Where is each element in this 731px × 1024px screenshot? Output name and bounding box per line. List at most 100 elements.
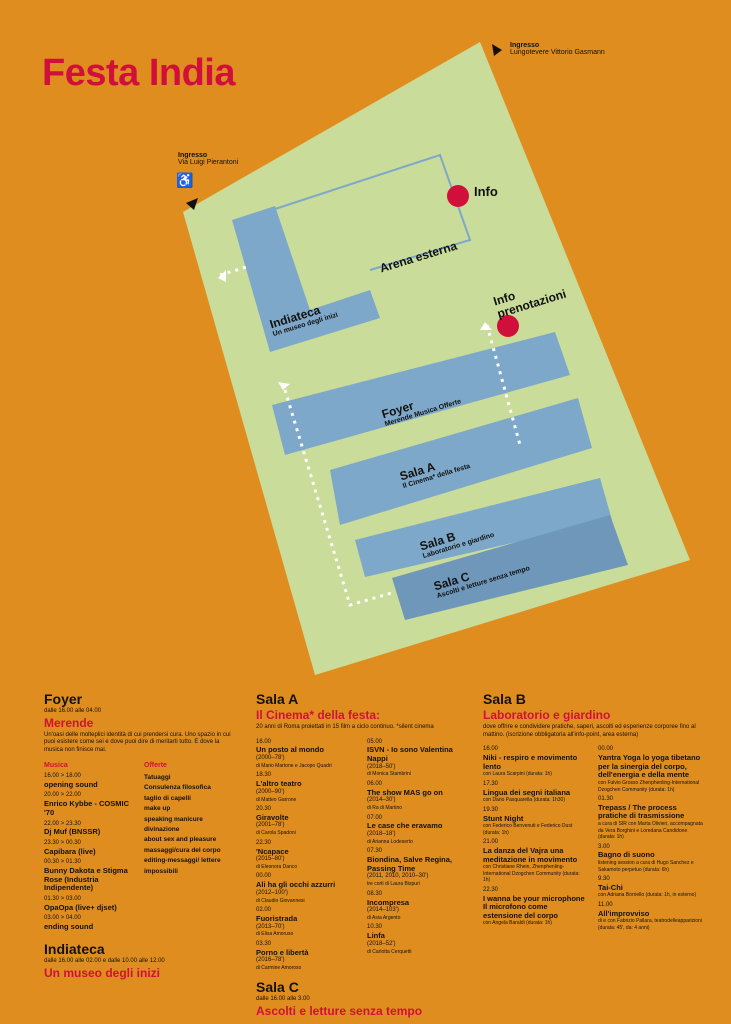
event-credit: di Eleonora Danco [256,863,298,870]
event-duration: (2015–80') [256,856,285,863]
event-time: 17.30 [483,780,499,787]
event-name: Bagno di suono [598,850,655,860]
event-time: 22.00 > 23.30 [44,820,81,827]
event-credit: con Fulvio Grosso Zhenphenling-Internati… [598,780,700,793]
event-credit: di Matteo Garrone [256,796,297,803]
section-subtitle: Un museo degli inizi [44,965,161,980]
event-name: Yantra Yoga lo yoga tibetano per la sine… [598,753,701,780]
event-name: Linfa [367,931,385,941]
entrance-arrow [186,198,198,210]
event-time: 05.00 [367,738,383,745]
sala-c-room [392,515,628,620]
event-credit: di Carola Spadoni [256,830,296,837]
event-name: opening sound [44,779,98,789]
info-dot [447,185,469,207]
indiateca-room [232,206,380,352]
event-name: Tai-Chi [598,882,623,892]
event-name: Ali ha gli occhi azzurri [256,880,336,890]
event-name: Porno e libertà [256,947,309,957]
section-subtitle: Merende [44,715,94,730]
event-credit: di Arianna Lodeserto [367,838,413,845]
event-time: 16.00 [256,738,272,745]
entrance-label: Ingresso [178,152,208,159]
sala-b-section: Sala B Laboratorio e giardino dove offri… [483,690,703,931]
offer-item: taglio di capelli [144,794,191,802]
event-name: Dj Muf (BNSSR) [44,827,101,837]
event-name: Incompresa [367,897,410,907]
section-desc: Un'oasi delle molteplici identità di cui… [44,731,231,754]
event-credit: con Christiane Rhein, Zhenphenling-Inter… [483,864,580,884]
film-item: 22.30'Ncapace(2015–80')di Eleonora Danco [256,840,357,871]
event-name: Trepass / The process pratiche di trasmi… [598,802,685,821]
event-name: Fuoristrada [256,913,298,923]
entrance-street: Via Luigi Pierantoni [178,159,239,166]
event-time: 01.30 > 03.00 [44,896,81,903]
venue-map [183,42,690,675]
event-duration: (2018–50') [367,763,396,770]
entrance-arrow [492,44,502,56]
foyer-room [272,332,570,455]
event-time: 03.00 > 04.00 [44,915,81,922]
offer-item: divinazione [144,826,180,834]
event-credit: di Elisa Amoruso [256,931,294,938]
section-title: Sala B [483,691,526,707]
event-time: 02.00 [256,907,272,914]
event-name: ending sound [44,922,94,932]
event-credit: di Monica Stambrini [367,771,411,778]
event-duration: (2014–103') [367,907,399,914]
event-name: L'altro teatro [256,779,302,789]
event-duration: (2001–78') [256,822,285,829]
section-title: Sala C [256,978,299,995]
route-arrow [278,382,290,390]
sala-c-section: Sala C dalle 16.00 alle 3.00 Ascolti e l… [256,978,468,1020]
event-time: 3.00 [598,843,610,850]
event-name: OpaOpa (live+ djset) [44,902,117,912]
offer-item: make up [144,805,171,813]
event-name: All'improvviso [598,908,650,918]
event-name: Enrico Kybbe - COSMIC '70 [44,799,130,817]
event-duration: (2013–70') [256,923,285,930]
music-heading: Musica [44,761,68,769]
event-name: La danza del Vajra una meditazione in mo… [483,846,578,864]
event-duration: (2018–52') [367,940,396,947]
event-name: I wanna be your microphone Il microfono … [483,893,585,920]
entrance-top: Ingresso Lungotevere Vittorio Gasmann [510,42,605,56]
section-time: dalle 16.00 alle 3.00 [256,995,310,1002]
offers-heading: Offerte [144,761,167,769]
offer-item: massaggi/cura del corpo [144,846,221,854]
event-name: Un posto al mondo [256,745,324,755]
offer-item: editing-messaggi/ lettere impossibili [144,857,221,875]
section-desc: dove offrire e condividere pratiche, sap… [483,723,696,738]
event-name: Niki - respiro e movimento lento [483,753,578,771]
event-duration: (2016–78') [256,957,285,964]
event-name: Stunt Night [483,813,524,823]
event-name: Capibara (live) [44,846,96,856]
route-arrow [480,322,492,330]
route-dotted [219,264,251,277]
event-time: 10.30 [367,924,383,931]
event-credit: con Angela Baraldi (durata: 1h) [483,920,552,927]
event-time: 20.00 > 22.00 [44,792,81,799]
event-time: 23.30 > 00.30 [44,839,81,846]
section-time: dalle 16.00 alle 04.00 [44,708,102,715]
event-name: Bunny Dakota e Stigma Rose (Industria In… [44,866,128,893]
